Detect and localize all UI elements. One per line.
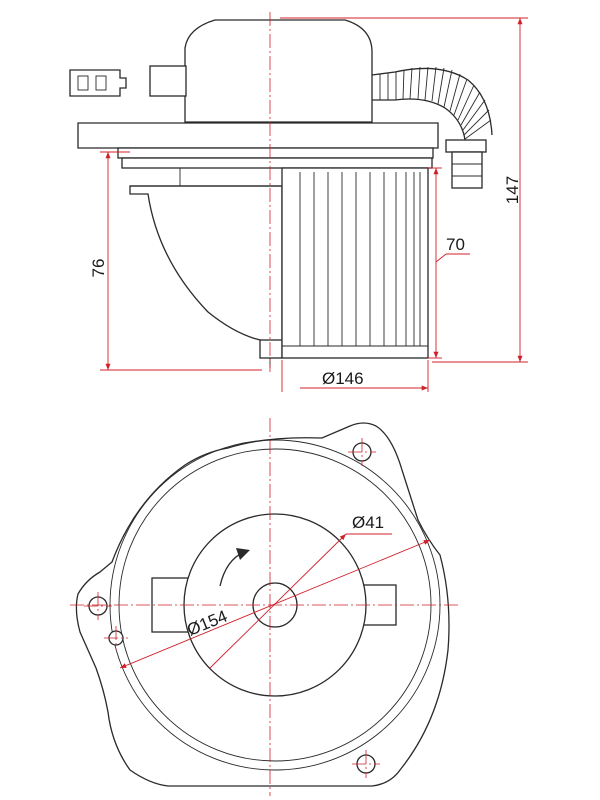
top-view: Ø154 Ø41	[70, 418, 460, 796]
motor-dome	[184, 19, 373, 123]
flex-hose	[371, 66, 493, 189]
drain-tab	[259, 339, 283, 359]
dimension-diam-41: Ø41	[209, 513, 392, 669]
dimension-diam-146: Ø146	[281, 360, 429, 392]
connector-plug-icon	[69, 69, 127, 97]
dimension-76-label: 76	[89, 259, 108, 278]
dimension-147: 147	[280, 17, 528, 363]
dimension-diam-41-label: Ø41	[352, 513, 384, 532]
mounting-flange	[77, 122, 439, 149]
dimension-76: 76	[89, 151, 262, 371]
flange-step-lower	[121, 157, 433, 169]
mounting-hole-top	[348, 438, 376, 466]
dimension-70-label: 70	[446, 235, 465, 254]
mounting-hole-bottom	[352, 750, 380, 778]
dimension-diam-146-label: Ø146	[322, 369, 364, 388]
motor-nub	[149, 65, 187, 97]
dimension-147-label: 147	[503, 176, 522, 204]
blower-wheel	[281, 167, 429, 359]
lower-housing	[129, 185, 283, 343]
mounting-hole-left-small	[104, 626, 128, 650]
mounting-hole-left	[84, 592, 112, 620]
flange-step	[117, 147, 434, 159]
side-view: 147 76 70 Ø146	[69, 12, 528, 392]
dimension-70: 70	[428, 167, 470, 359]
